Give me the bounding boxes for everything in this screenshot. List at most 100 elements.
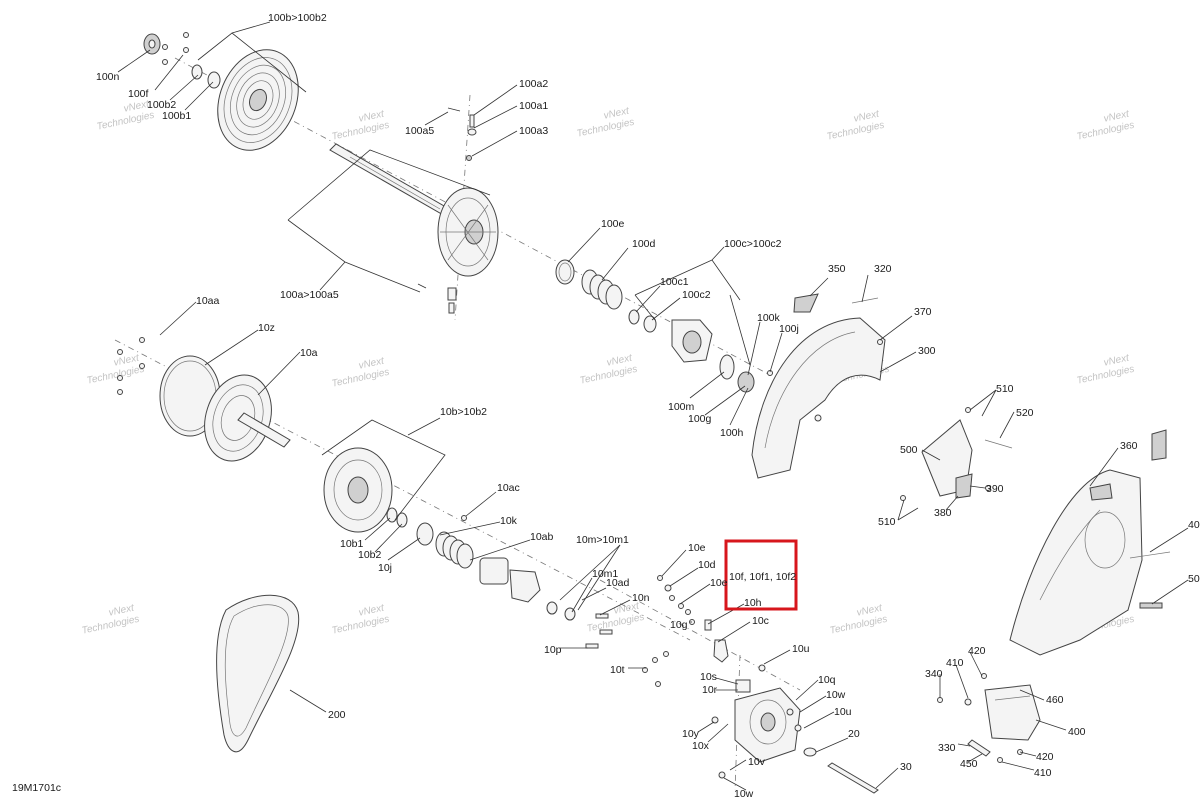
- driven-spring-cam-group: [555, 259, 773, 393]
- part-labels: 100b>100b2 100n 100f 100b2 100b1 100a2 1…: [12, 12, 1200, 799]
- part-label: 100c>100c2: [724, 238, 782, 250]
- part-label: 100k: [757, 312, 781, 324]
- part-label: 520: [1016, 407, 1034, 419]
- watermark: vNext: [853, 108, 881, 124]
- part-label: 350: [828, 263, 846, 275]
- part-label: 100j: [779, 323, 799, 335]
- part-label: 10q: [818, 674, 836, 686]
- part-label: 10m>10m1: [576, 534, 629, 546]
- part-label: 100b>100b2: [268, 12, 327, 24]
- part-label: 10e: [688, 542, 706, 554]
- watermark: vNext: [603, 105, 631, 121]
- part-label: 100a2: [519, 78, 548, 90]
- part-label: 410: [1034, 767, 1052, 779]
- part-label: 410: [946, 657, 964, 669]
- part-label: 10b>10b2: [440, 406, 487, 418]
- highlight-box: [724, 539, 798, 611]
- belt-guard: [751, 293, 886, 479]
- part-label: 10ab: [530, 531, 554, 543]
- lower-bracket: [937, 673, 1041, 763]
- part-label: 10a: [300, 347, 318, 359]
- part-label: 10ad: [606, 577, 630, 589]
- side-cover: [1009, 429, 1171, 656]
- part-label: 100n: [96, 71, 120, 83]
- watermark: vNext: [1103, 352, 1131, 368]
- part-label: 500: [900, 444, 918, 456]
- driven-pulley-sliding-sheave: [437, 187, 499, 277]
- driven-pulley-fixed-sheave: [217, 49, 299, 151]
- part-label: 100h: [720, 427, 744, 439]
- watermark: vNext: [358, 355, 386, 371]
- part-label: 10v: [748, 756, 766, 768]
- watermark: vNext: [1103, 108, 1131, 124]
- part-label: 200: [328, 709, 346, 721]
- part-label: 100m: [668, 401, 695, 413]
- part-label: 510: [996, 383, 1014, 395]
- part-label: 10b2: [358, 549, 382, 561]
- small-hardware-top: [417, 107, 477, 314]
- small-parts-column: [642, 575, 766, 693]
- part-label: 100c2: [682, 289, 711, 301]
- highlight-label: 10f, 10f1, 10f2: [729, 571, 796, 583]
- part-label: 40: [1188, 519, 1200, 531]
- part-label: 390: [986, 483, 1004, 495]
- part-label: 380: [934, 507, 952, 519]
- roller-clutch-housing: [711, 687, 817, 779]
- part-label: 10w: [734, 788, 754, 799]
- part-label: 10d: [698, 559, 716, 571]
- drive-spring-spider-group: [416, 522, 613, 649]
- part-label: 20: [848, 728, 860, 740]
- part-label: 370: [914, 306, 932, 318]
- part-label: 10t: [610, 664, 625, 676]
- part-label: 10j: [378, 562, 392, 574]
- part-label: 10c: [752, 615, 769, 627]
- part-label: 510: [878, 516, 896, 528]
- watermark: vNext: [856, 602, 884, 618]
- part-label: 10r: [702, 684, 718, 696]
- part-label: 10ac: [497, 482, 520, 494]
- part-label: 10g: [670, 619, 688, 631]
- watermark: vNext: [108, 602, 136, 618]
- part-label: 100a3: [519, 125, 548, 137]
- watermark: vNext: [613, 600, 641, 616]
- part-label: 460: [1046, 694, 1064, 706]
- mounting-bracket: [900, 407, 1013, 501]
- part-label: 30: [900, 761, 912, 773]
- part-label: 330: [938, 742, 956, 754]
- part-label: 100b2: [147, 99, 176, 111]
- part-label: 100c1: [660, 276, 689, 288]
- part-label: 320: [874, 263, 892, 275]
- drive-pulley-movable-sheave: [323, 447, 467, 533]
- part-label: 10h: [744, 597, 762, 609]
- crank-bolt: [827, 762, 879, 794]
- part-label: 300: [918, 345, 936, 357]
- leader-lines: [117, 21, 1189, 791]
- part-label: 10n: [632, 592, 650, 604]
- part-label: 100a>100a5: [280, 289, 339, 301]
- part-label: 10s: [700, 671, 717, 683]
- part-label: 10y: [682, 728, 700, 740]
- watermark: vNext: [123, 98, 151, 114]
- part-label: 10aa: [196, 295, 220, 307]
- part-label: 360: [1120, 440, 1138, 452]
- part-label: 10w: [826, 689, 846, 701]
- watermark: vNext: [606, 352, 634, 368]
- watermark: vNext: [358, 108, 386, 124]
- watermark: vNext: [358, 602, 386, 618]
- watermark: vNext: [113, 352, 141, 368]
- part-label: 10x: [692, 740, 710, 752]
- part-label: 100e: [601, 218, 625, 230]
- part-label: 10m1: [592, 568, 618, 580]
- part-label: 10u: [792, 643, 810, 655]
- part-label: 50: [1188, 573, 1200, 585]
- part-label: 400: [1068, 726, 1086, 738]
- diagram-code: 19M1701c: [12, 782, 61, 794]
- part-label: 100b1: [162, 110, 191, 122]
- part-label: 100a5: [405, 125, 434, 137]
- part-label: 340: [925, 668, 943, 680]
- part-label: 100a1: [519, 100, 548, 112]
- part-label: 10z: [258, 322, 275, 334]
- driven-pulley-washers: [143, 32, 221, 89]
